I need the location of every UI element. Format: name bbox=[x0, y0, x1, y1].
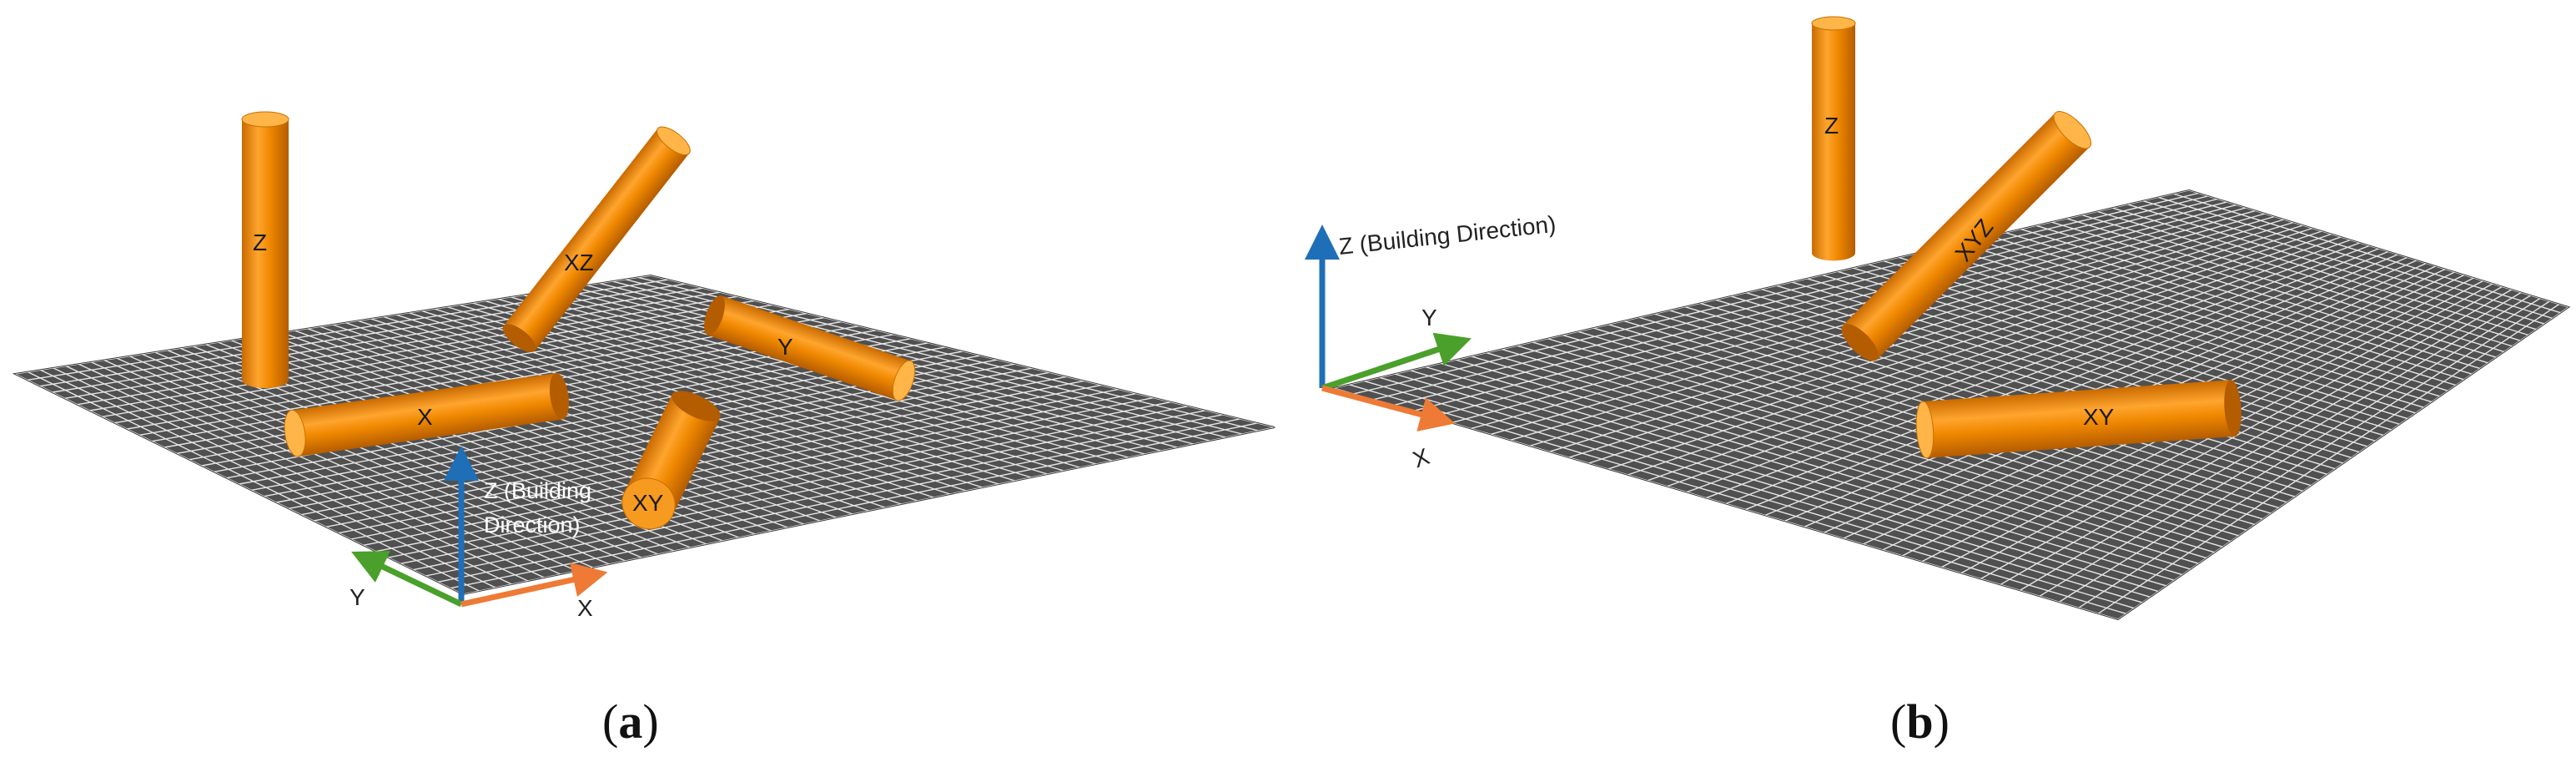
grid-line bbox=[1372, 195, 2208, 401]
grid-line bbox=[1628, 233, 2332, 476]
cylinder-label: X bbox=[417, 404, 433, 430]
cylinder-x-a bbox=[284, 372, 570, 457]
grid-line bbox=[2000, 289, 2513, 586]
y-axis-arrow bbox=[351, 551, 463, 608]
grid-lines-a bbox=[15, 275, 1275, 594]
grid-line bbox=[1568, 225, 2303, 458]
grid-line bbox=[2078, 300, 2550, 608]
grid-line bbox=[1411, 201, 2227, 412]
cylinder-z-b: Z bbox=[1811, 16, 1856, 261]
caption-a: (a) bbox=[602, 694, 659, 749]
grid-line bbox=[139, 316, 824, 437]
x-axis-label: X bbox=[1409, 443, 1432, 473]
grid-line bbox=[1529, 219, 2284, 447]
y-axis-arrow bbox=[1321, 332, 1472, 391]
grid-line bbox=[1784, 256, 2407, 522]
grid-line bbox=[1588, 227, 2313, 464]
grid-line bbox=[102, 304, 772, 418]
axes-a: Z (Building Direction) Y X bbox=[350, 446, 608, 621]
cylinder-y-a bbox=[704, 295, 916, 401]
grid-line bbox=[114, 308, 790, 424]
cylinder-label: XY bbox=[632, 490, 664, 516]
cylinder-z-a: Z bbox=[241, 111, 289, 388]
grid-line bbox=[2098, 303, 2560, 614]
grid-line bbox=[1392, 198, 2218, 406]
grid-line bbox=[77, 295, 738, 406]
grid-line bbox=[1431, 204, 2237, 418]
y-axis-label: Y bbox=[350, 584, 365, 610]
cylinder-xy-a bbox=[621, 391, 721, 530]
cylinder-xz-a bbox=[502, 126, 691, 352]
grid-line bbox=[127, 312, 808, 430]
x-axis-label: X bbox=[577, 595, 593, 621]
grid-line bbox=[438, 418, 1240, 583]
panel-a: Z XZ Y X bbox=[12, 111, 1275, 749]
cylinder-label: Z bbox=[253, 230, 267, 255]
grid-line bbox=[388, 401, 1171, 558]
grid-line bbox=[2059, 297, 2541, 603]
grid-line bbox=[1706, 245, 2370, 499]
cylinder-xyz-b bbox=[1841, 111, 2091, 361]
grid-line bbox=[400, 406, 1189, 565]
panel-b-canvas: Z XYZ XY Z (Building Direction) bbox=[1305, 16, 2571, 749]
z-axis-label: Z (Building bbox=[484, 478, 591, 503]
grid-line bbox=[2020, 291, 2522, 591]
grid-line bbox=[1451, 207, 2246, 424]
cylinder-label: Z bbox=[1824, 113, 1839, 139]
grid-line bbox=[363, 392, 1136, 547]
cylinder-xy-b bbox=[1915, 380, 2241, 459]
grid-line bbox=[2039, 295, 2531, 597]
grid-line bbox=[1607, 230, 2322, 470]
grid-line bbox=[1549, 221, 2294, 452]
grid-line bbox=[1745, 250, 2389, 511]
grid-line bbox=[413, 410, 1206, 571]
cylinder-label: XZ bbox=[564, 250, 594, 275]
grid-line bbox=[89, 300, 755, 411]
grid-line bbox=[39, 283, 686, 387]
x-axis-arrow bbox=[460, 562, 608, 608]
grid-line bbox=[1353, 192, 2199, 395]
panel-a-canvas: Z XZ Y X bbox=[12, 111, 1275, 749]
z-axis-label-line2: Direction) bbox=[484, 512, 581, 537]
y-axis-label: Y bbox=[1421, 305, 1437, 331]
grid-line bbox=[52, 287, 703, 393]
grid-line bbox=[450, 422, 1258, 589]
grid-line bbox=[375, 396, 1154, 553]
x-axis-arrow bbox=[1321, 385, 1456, 431]
build-plate-a bbox=[12, 274, 1275, 596]
grid-line bbox=[325, 380, 1084, 528]
caption-b: (b) bbox=[1890, 694, 1950, 749]
grid-line bbox=[1686, 242, 2360, 493]
z-axis-label: Z (Building Direction) bbox=[1337, 211, 1557, 260]
grid-line bbox=[1647, 236, 2342, 482]
cylinder-label: XY bbox=[2083, 404, 2115, 430]
grid-line bbox=[425, 414, 1223, 577]
grid-line bbox=[338, 384, 1102, 534]
cylinder-label: Y bbox=[777, 334, 793, 360]
grid-line bbox=[1980, 285, 2503, 580]
grid-line bbox=[64, 291, 721, 400]
grid-line bbox=[1725, 248, 2379, 505]
grid-line bbox=[350, 388, 1119, 540]
grid-line bbox=[1667, 239, 2351, 487]
grid-line bbox=[1764, 254, 2398, 516]
panel-b: Z XYZ XY Z (Building Direction) bbox=[1288, 0, 2576, 762]
grid-line bbox=[1334, 190, 2190, 389]
